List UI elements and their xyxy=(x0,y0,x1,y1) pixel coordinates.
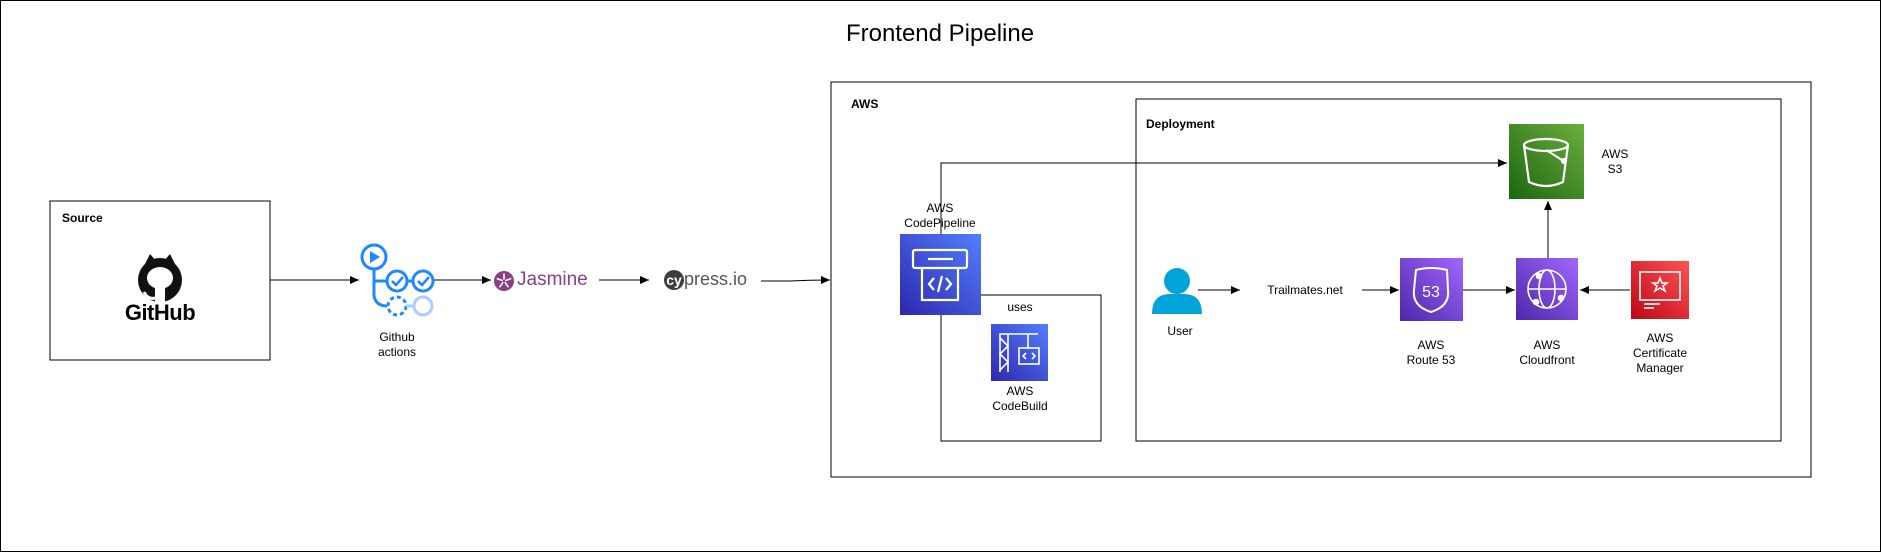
arrow-pipeline-to-s3 xyxy=(940,159,1507,234)
jasmine-icon xyxy=(494,271,514,291)
user-label: User xyxy=(1167,324,1193,338)
user-icon xyxy=(1152,268,1202,314)
certificate-manager-icon[interactable] xyxy=(1631,261,1689,319)
github-icon xyxy=(138,254,182,302)
uses-label: uses xyxy=(1007,300,1033,314)
github-actions-icon xyxy=(360,243,435,317)
codepipeline-label: AWS CodePipeline xyxy=(904,201,976,230)
svg-text:53: 53 xyxy=(1422,284,1440,301)
s3-label: AWS S3 xyxy=(1601,147,1629,176)
github-logo-text: GitHub xyxy=(124,300,196,325)
diagram-title: Frontend Pipeline xyxy=(845,20,1035,47)
codebuild-label: AWS CodeBuild xyxy=(992,384,1048,413)
cloudfront-label: AWS Cloudfront xyxy=(1519,338,1575,367)
cypress-icon xyxy=(664,270,684,290)
github-actions-label: Github actions xyxy=(377,330,417,359)
codepipeline-icon[interactable] xyxy=(900,234,981,315)
cypress-label: press.io xyxy=(684,269,748,289)
source-box[interactable] xyxy=(49,200,271,361)
deployment-group-label: Deployment xyxy=(1146,117,1215,131)
cloudfront-icon[interactable] xyxy=(1516,258,1578,320)
acm-label: AWS Certificate Manager xyxy=(1632,331,1688,375)
cypress-cy-label: cy xyxy=(666,272,682,288)
aws-group-label: AWS xyxy=(851,97,879,111)
route53-icon[interactable]: 53 xyxy=(1400,258,1463,321)
codebuild-icon[interactable] xyxy=(991,324,1048,381)
domain-label[interactable]: Trailmates.net xyxy=(1267,283,1343,297)
route53-label: AWS Route 53 xyxy=(1406,338,1456,367)
source-group-label: Source xyxy=(62,211,103,225)
s3-bucket-icon[interactable] xyxy=(1509,124,1584,199)
jasmine-label: Jasmine xyxy=(517,269,588,290)
arrow-cypress-to-aws xyxy=(761,276,831,285)
